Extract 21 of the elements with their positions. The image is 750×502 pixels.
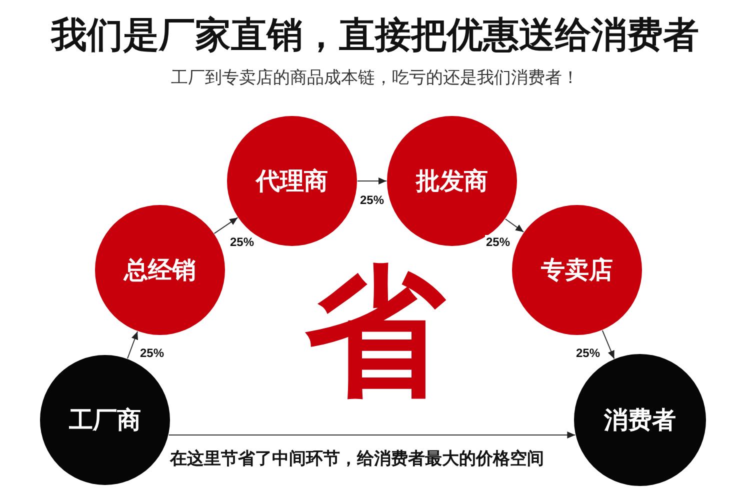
- edge-label: 25%: [484, 235, 512, 249]
- node-label: 代理商: [256, 166, 328, 196]
- emphasis-character: 省: [305, 263, 445, 403]
- edge-label: 25%: [574, 346, 602, 360]
- arrow: [602, 330, 615, 360]
- arrow: [168, 432, 576, 438]
- node-label: 消费者: [604, 405, 676, 435]
- edge-label: 25%: [228, 235, 256, 249]
- subtitle: 工厂到专卖店的商品成本链，吃亏的还是我们消费者！: [171, 67, 579, 90]
- arrow: [127, 331, 138, 359]
- edge-label: 25%: [358, 193, 386, 207]
- node-label: 专卖店: [541, 255, 613, 285]
- arrow: [504, 218, 524, 232]
- edge-label: 25%: [138, 346, 166, 360]
- node-label: 总经销: [124, 255, 196, 285]
- node-label: 工厂商: [69, 405, 141, 435]
- arrow: [357, 178, 387, 184]
- title: 我们是厂家直销，直接把优惠送给消费者: [51, 14, 699, 58]
- node-label: 批发商: [416, 166, 488, 196]
- arrow: [214, 217, 238, 234]
- edge-label: 在这里节省了中间环节，给消费者最大的价格空间: [169, 448, 545, 470]
